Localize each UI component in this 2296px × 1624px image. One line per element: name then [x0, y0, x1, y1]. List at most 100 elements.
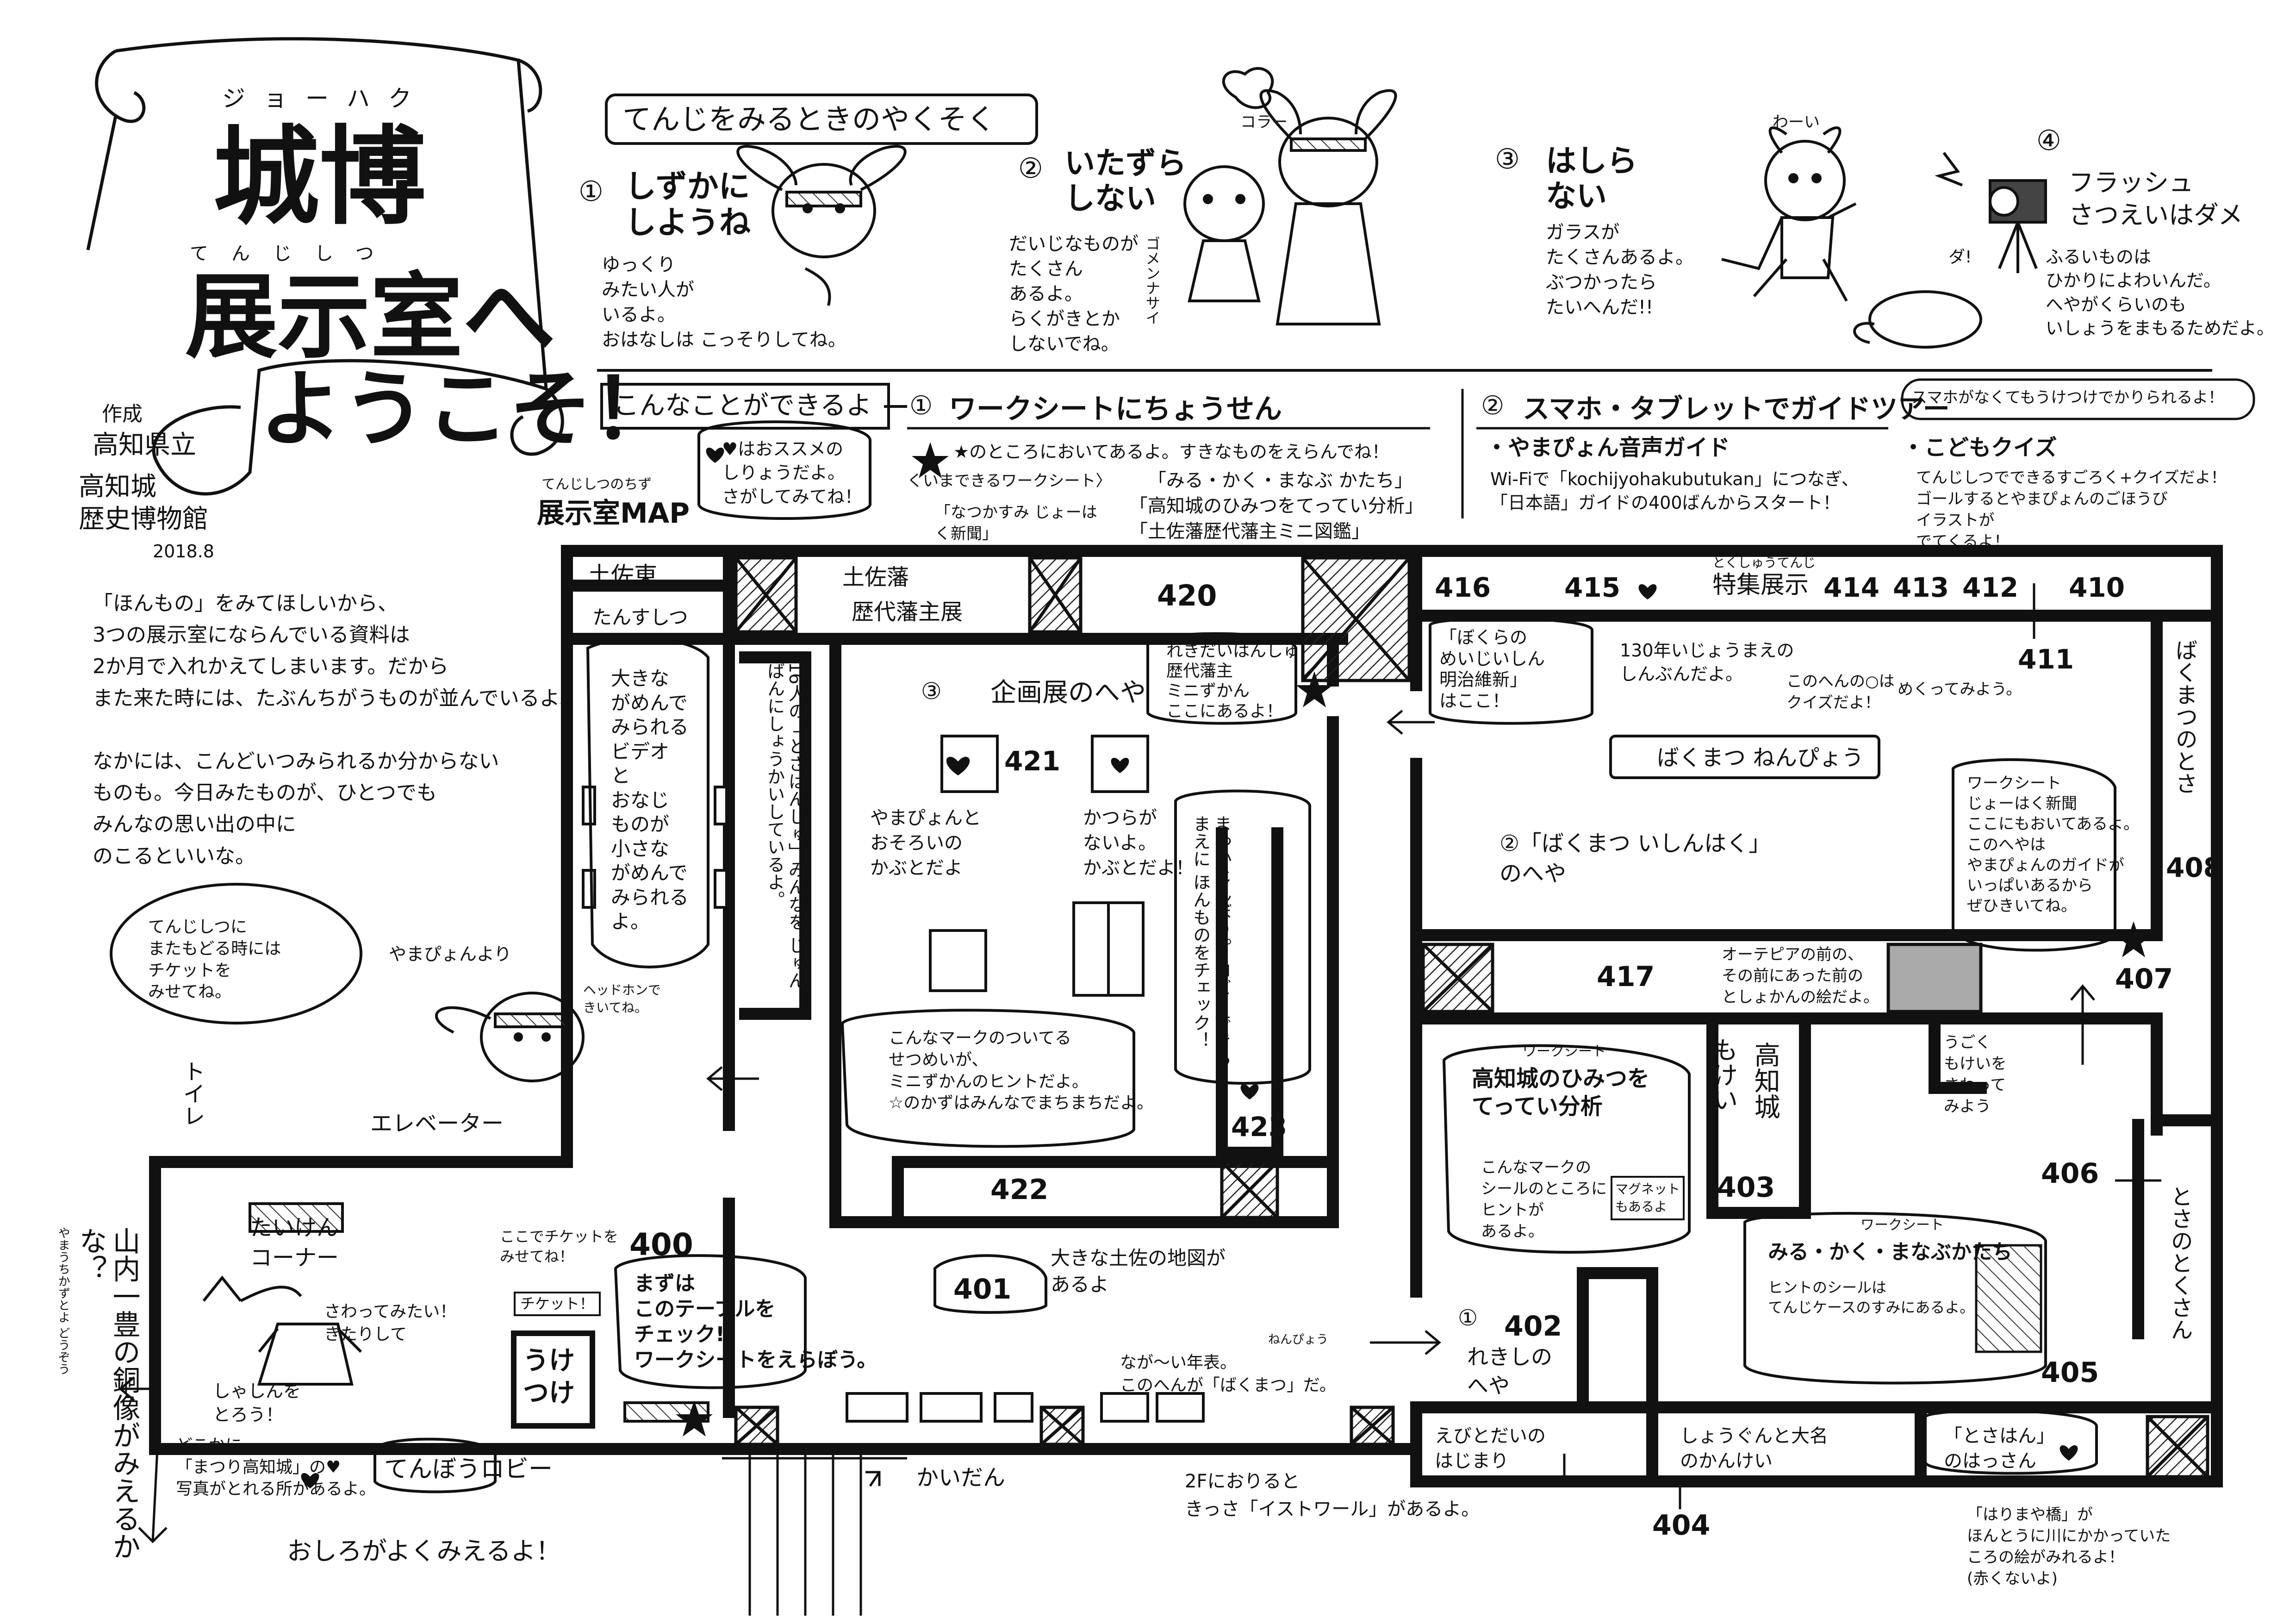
note-hundred: 130年いじょうまえの しんぶんだよ。 [1620, 640, 1794, 685]
feature2-text-2: てんじしつでできるすごろく+クイズだよ！ ゴールするとやまぴょんのごほうび イラ… [1916, 468, 2227, 551]
note-oshiro: おしろがよくみえるよ！ [287, 1537, 561, 1566]
note-ticket-again: てんじしつに またもどる時には チケットを みせてね。 [148, 918, 281, 1002]
feature1-note: ★のところにおいてあるよ。すきなものをえらんでね！ [953, 442, 1389, 462]
feature1-item-1: 「みる・かく・まなぶ かたち」 [1148, 470, 1413, 491]
note-checktable: まずは このテーブルを チェック!! ワークシートをえらぼう。 [634, 1272, 877, 1372]
feature2-bullet-1: ・やまぴょん音声ガイド [1486, 435, 1730, 461]
note-ticket: チケット！ [514, 1292, 601, 1316]
room-416: 416 [1435, 572, 1491, 603]
rule2-sorry: ゴメンナサイ [1143, 236, 1161, 325]
notice-text: 「ほんもの」をみてほしいから、 3つの展示室にならんでいる資料は 2か月で入れか… [93, 592, 580, 868]
rule3-title: はしら ない [1546, 143, 1637, 214]
rabbit-quiet-icon [736, 145, 907, 306]
room-404: 404 [1652, 1509, 1711, 1542]
label-bakumatsu-tosa: ばくまつのとさ [2171, 639, 2197, 794]
label-tenbou-lobby: てんぼうロビー [384, 1455, 553, 1483]
label-nenpyo: ばくまつ ねんぴょう [1657, 745, 1864, 771]
feature2-text-1: Wi-Fiで「kochijyohakubutukan」につなぎ、 「日本語」ガイ… [1490, 469, 1859, 513]
star-markers [676, 442, 2152, 1437]
rule4-title: フラッシュ さつえいはダメ [2069, 168, 2243, 230]
room-410: 410 [2069, 572, 2125, 603]
map-title-ruby: てんじしつのちず [541, 476, 652, 493]
rabbit-scold-icon [1183, 67, 1397, 325]
label-kochijo: 高知城 [1750, 1042, 1780, 1119]
rule4-sound: ダ! [1948, 248, 1972, 267]
note-video: 大きな がめんで みられる ビデオ と おなじ ものが 小さな がめんで みられ… [611, 667, 689, 933]
note-yamauchi-ruby: やまうちかずとよ どうぞう [56, 1227, 70, 1375]
room-423: 423 [1231, 1111, 1288, 1143]
room-411: 411 [2018, 643, 2074, 675]
room-413: 413 [1893, 572, 1949, 603]
arrows [118, 583, 2161, 1543]
room-412: 412 [1962, 572, 2019, 603]
note-meiji: 「ぼくらの めいじいしん 明治維新」 はここ！ [1439, 627, 1545, 711]
credit-line-5: 2018.8 [153, 541, 214, 562]
label-taiken: たいけん コーナー [250, 1215, 339, 1271]
label-kikaku: 企画展のへや [990, 678, 1146, 708]
feature1-num: ① [909, 391, 933, 421]
rabbit-lobby-icon [435, 992, 585, 1082]
note-ticket-here: ここでチケットを みせてね！ [500, 1228, 619, 1266]
rule4-text: ふるいものは ひかりによわいんだ。 へやがくらいのも いしょうをまもるためだよ。 [2046, 247, 2275, 338]
note-magnet: マグネット もあるよ [1611, 1176, 1685, 1220]
note-ishinfloor: 2Fにおりると きっさ「イストワール」があるよ。 [1185, 1471, 1480, 1520]
map-title: 展示室MAP [537, 497, 690, 530]
room-422: 422 [990, 1174, 1049, 1206]
note-miru-text: ヒントのシールは てんじケースのすみにあるよ。 [1768, 1279, 1975, 1317]
credit-line-3: 高知城 [79, 472, 156, 502]
label-rekidai: 歴代藩主展 [852, 599, 963, 625]
room-405: 405 [2041, 1356, 2099, 1389]
title-line1: 城博 [213, 114, 426, 239]
feature1-item-3: 「土佐藩歴代藩主ミニ図鑑」 [1129, 521, 1370, 542]
label-ebi: えびとだいの はじまり [1435, 1425, 1546, 1472]
f2-badge-box [1901, 378, 2255, 420]
note-harimaya: 「はりまや橋」が ほんとうに川にかかっていた ころの絵がみれるよ！ (赤くないよ… [1967, 1505, 2171, 1588]
room-420: 420 [1157, 579, 1217, 612]
label-kikaku-num: ③ [921, 678, 942, 705]
note-quiz-flip: めくってみよう。 [1898, 680, 2022, 699]
note-miru-head: ワークシート [1860, 1217, 1944, 1233]
note-miru-title: みる・かく・まなぶかたち [1768, 1240, 2012, 1264]
title-ruby-top: ジョーハク [222, 85, 430, 112]
feature1-item-4: 「なつかすみ じょーはく新聞」 [935, 503, 1097, 543]
title-ruby-mid: てんじしつ [190, 243, 397, 264]
rule1-num: ① [579, 175, 604, 208]
rule2-num: ② [1018, 152, 1043, 185]
label-toilet: トイレ [179, 1060, 205, 1127]
label-tokushu-ruby: とくしゅうてんじ [1712, 555, 1816, 570]
room-407: 407 [2115, 963, 2173, 995]
note-yamauchi: 山内一豊の銅像がみえるかな？ [75, 1227, 140, 1560]
title-scroll [86, 37, 564, 496]
note-taiken: さわってみたい！ きたりして [324, 1302, 457, 1344]
armor-costume-icon [202, 1275, 362, 1386]
rule2-scold: コラー [1240, 113, 1288, 131]
notice-sign: やまぴょんより [389, 944, 512, 964]
note-nagai: なが〜い年表。 このへんが「ばくまつ」だ。 [1120, 1353, 1336, 1395]
rule3-num: ③ [1495, 143, 1520, 175]
credit-line-1: 作成 [102, 402, 143, 426]
note-headphone: ヘッドホンで きいてね。 [583, 982, 661, 1015]
room-408: 408 [2166, 852, 2222, 883]
room-402: 402 [1504, 1310, 1562, 1343]
rule3-text: ガラスが たくさんあるよ。 ぶつかったら たいへんだ!! [1546, 222, 1694, 318]
title-line3: ようこそ！ [259, 360, 676, 458]
room-421: 421 [1004, 745, 1061, 777]
title-line2: 展示室へ [185, 262, 556, 371]
note-bigmap: 大きな土佐の地図が あるよ [1051, 1247, 1226, 1296]
label-kaidan: かいだん [916, 1465, 1006, 1491]
rule4-num: ④ [2036, 125, 2061, 157]
label-shogun: しょうぐんと大名 のかんけい [1680, 1425, 1828, 1472]
note-hitotsu-head: ワークシート [1523, 1043, 1606, 1060]
label-elevator: エレベーター [370, 1111, 504, 1137]
label-rekishi: れきしの へや [1467, 1344, 1552, 1399]
note-minizukan: れきだいはんしゅ 歴代藩主 ミニずかん ここにあるよ！ [1166, 642, 1300, 721]
label-tansu: たんすしつ [592, 606, 688, 629]
room-406: 406 [2041, 1157, 2099, 1190]
room-414: 414 [1823, 572, 1880, 603]
note-hitotsu: 高知城のひみつを てってい分析 [1472, 1066, 1650, 1119]
room-417: 417 [1597, 961, 1655, 993]
note-mark-bubble: こんなマークのついてる せつめいが、 ミニずかんのヒントだよ。 ☆のかずはみんな… [889, 1029, 1154, 1113]
label-tosahan-hajimari: 「とさはん」 のはっさん [1944, 1425, 2055, 1472]
note-nagai-ruby: ねんぴょう [1268, 1333, 1329, 1347]
